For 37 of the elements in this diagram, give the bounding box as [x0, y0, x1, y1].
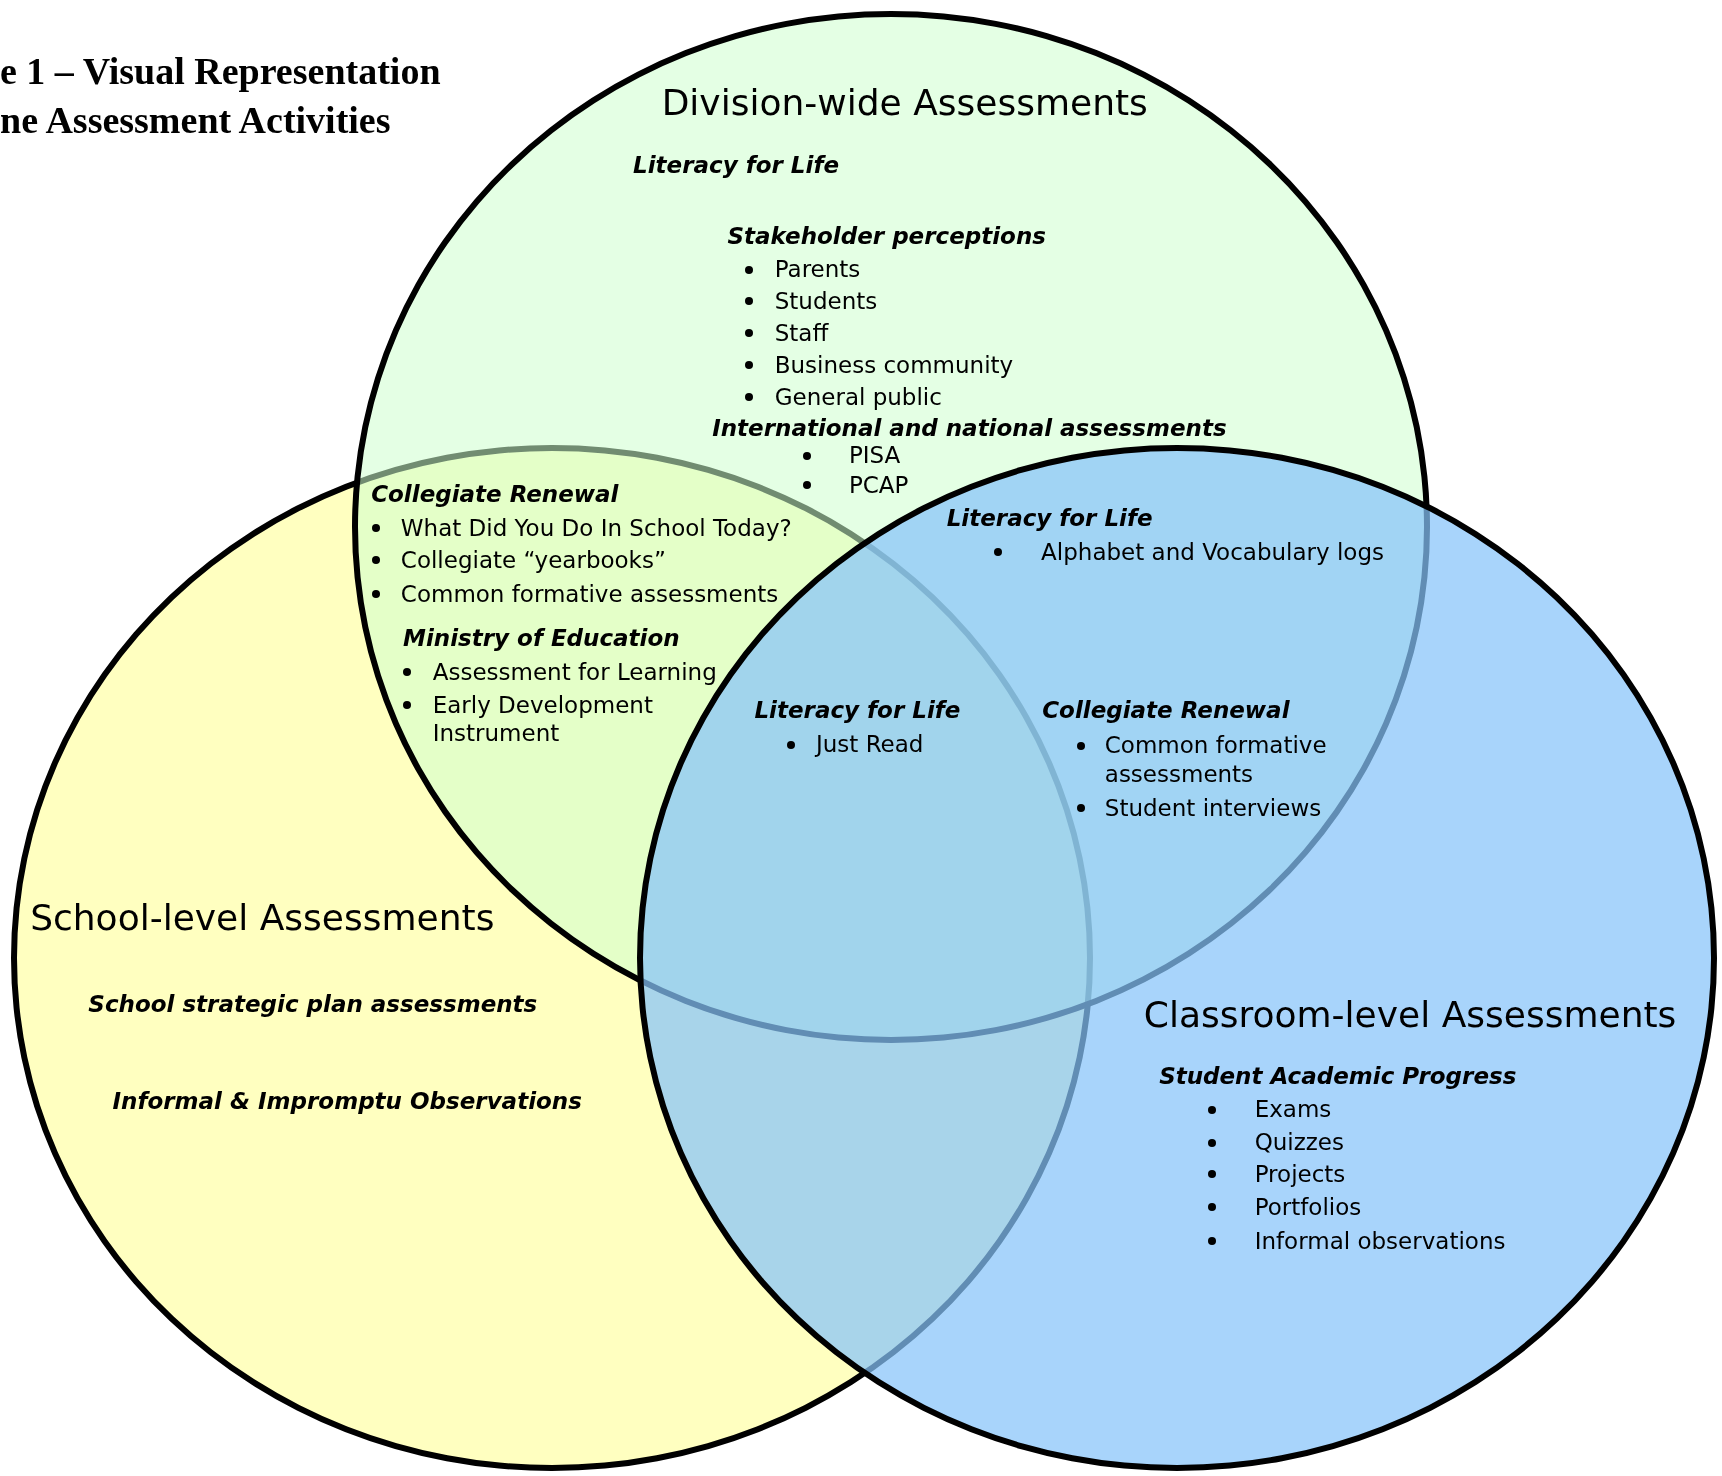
list-item: Parents	[774, 255, 861, 284]
section-heading: Literacy for Life	[633, 150, 839, 180]
list-item: Quizzes	[1254, 1128, 1344, 1157]
section-heading: Stakeholder perceptions	[727, 222, 1046, 251]
list-item: Collegiate “yearbooks”	[400, 545, 666, 575]
circle-title: Division-wide Assessments	[661, 81, 1148, 126]
list-item: Common formative assessments	[400, 579, 779, 609]
list-item: Early Development Instrument	[432, 690, 654, 749]
section-heading: School strategic plan assessments	[88, 989, 538, 1019]
list-item: Projects	[1254, 1160, 1346, 1189]
list-item: PISA	[848, 441, 901, 471]
section-heading: Informal & Impromptu Observations	[112, 1086, 582, 1116]
section-heading: International and national assessments	[712, 414, 1227, 444]
list-item: Portfolios	[1254, 1193, 1362, 1222]
section-heading: Collegiate Renewal	[1042, 696, 1290, 725]
section-heading: Collegiate Renewal	[371, 479, 619, 509]
list-item: General public	[774, 382, 942, 412]
list-item: Exams	[1254, 1095, 1332, 1125]
list-item: Assessment for Learning	[432, 657, 717, 687]
list-item: Informal observations	[1254, 1227, 1506, 1256]
list-item: Just Read	[815, 730, 924, 759]
list-item: What Did You Do In School Today?	[400, 513, 792, 543]
list-item: Alphabet and Vocabulary logs	[1041, 538, 1384, 567]
figure-title: ne Assessment Activities	[0, 98, 391, 144]
list-item: PCAP	[848, 471, 909, 500]
list-item: Common formative assessments	[1104, 731, 1328, 789]
section-heading: Student Academic Progress	[1159, 1062, 1517, 1092]
circle-title: Classroom-level Assessments	[1143, 992, 1677, 1037]
section-heading: Ministry of Education	[403, 623, 680, 653]
section-heading: Literacy for Life	[754, 696, 961, 725]
section-heading: Literacy for Life	[946, 503, 1153, 533]
circle-title: School-level Assessments	[30, 896, 495, 940]
list-item: Students	[774, 287, 878, 316]
list-item: Business community	[774, 350, 1014, 380]
figure-title: e 1 – Visual Representation	[0, 48, 441, 94]
list-item: Staff	[774, 318, 829, 348]
list-item: Student interviews	[1104, 793, 1322, 823]
